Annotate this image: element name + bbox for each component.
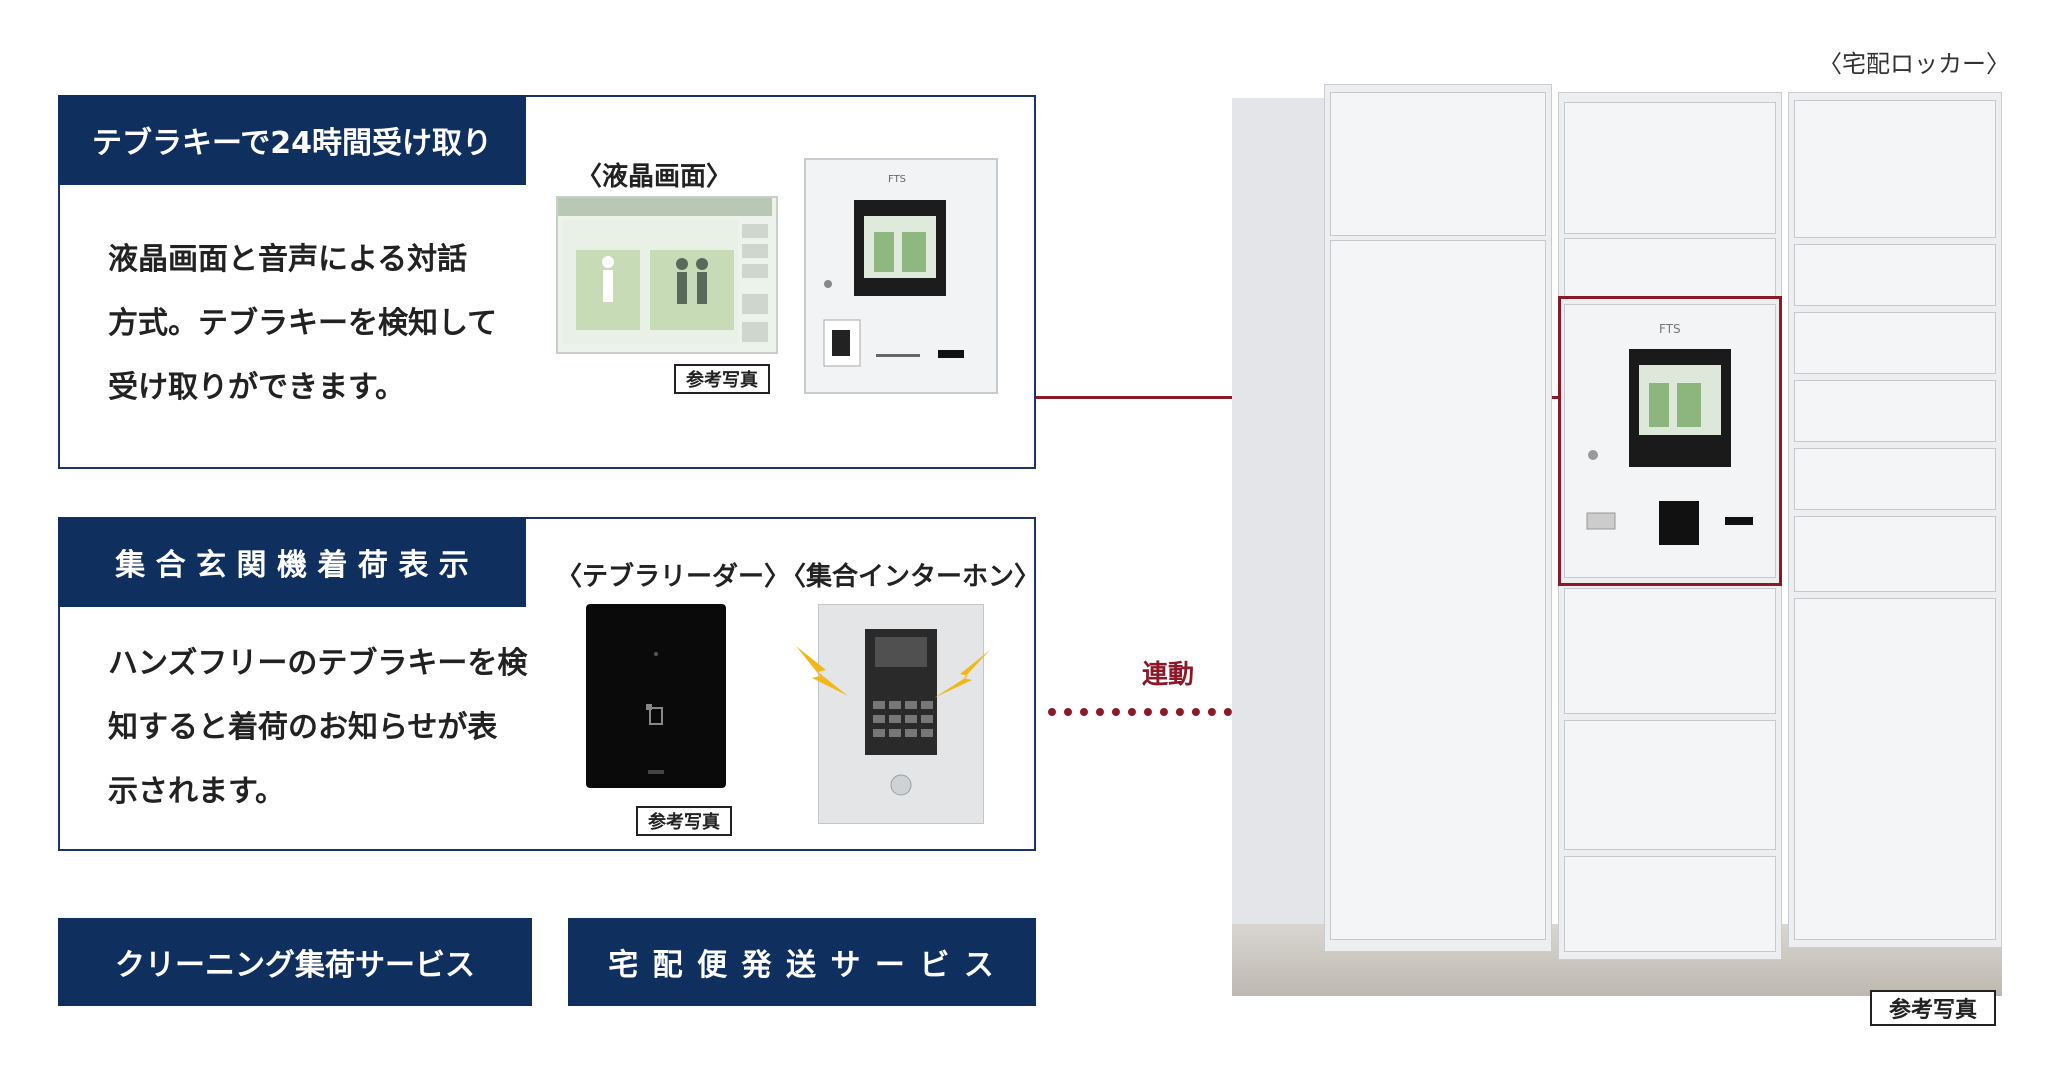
panel2-line-3: 示されます。 [108, 774, 285, 809]
lightning-right-icon [934, 650, 990, 698]
device-brand: FTS [1659, 322, 1681, 336]
panel2-reference-badge: 参考写真 [636, 806, 732, 836]
reader-illustration [646, 652, 664, 774]
intercom-photo [818, 604, 984, 824]
panel1-line-3: 受け取りができます。 [108, 370, 405, 405]
panel1-reference-badge: 参考写真 [674, 364, 770, 394]
locker-reference-badge: 参考写真 [1870, 990, 1996, 1026]
lcd-screen-photo [556, 196, 778, 354]
panel1-line-2: 方式。テブラキーを検知して [108, 306, 498, 341]
panel1-line-1: 液晶画面と音声による対話 [108, 242, 468, 277]
svg-text:FTS: FTS [888, 174, 906, 185]
lcd-screen-illustration [558, 198, 772, 344]
delivery-locker: FTS [1232, 84, 2002, 1004]
reader-caption: 〈テブラリーダー〉 [556, 562, 791, 592]
control-panel-highlight [1558, 296, 1782, 586]
lightning-left-icon [796, 646, 848, 696]
panel2-title: 集 合 玄 関 機 着 荷 表 示 [58, 517, 526, 607]
intercom-caption: 〈集合インターホン〉 [780, 562, 1041, 592]
link-label: 連動 [1142, 660, 1195, 690]
control-unit-illustration: FTS [823, 174, 964, 367]
locker-control-unit-photo: FTS [804, 158, 998, 394]
dotted-connector [1048, 708, 1296, 716]
service-cleaning: クリーニング集荷サービス [58, 918, 532, 1006]
panel2-line-1: ハンズフリーのテブラキーを検 [108, 646, 528, 681]
panel1-title: テブラキーで24時間受け取り [58, 95, 526, 185]
service-delivery: 宅 配 便 発 送 サ ー ビ ス [568, 918, 1036, 1006]
intercom-illustration [865, 629, 937, 796]
lcd-caption: 〈液晶画面〉 [576, 162, 733, 192]
locker-control-panel: FTS [1564, 304, 1776, 578]
tebra-reader-photo [586, 604, 726, 788]
panel2-line-2: 知すると着荷のお知らせが表 [108, 710, 498, 745]
locker-caption: 〈宅配ロッカー〉 [1818, 50, 2010, 78]
